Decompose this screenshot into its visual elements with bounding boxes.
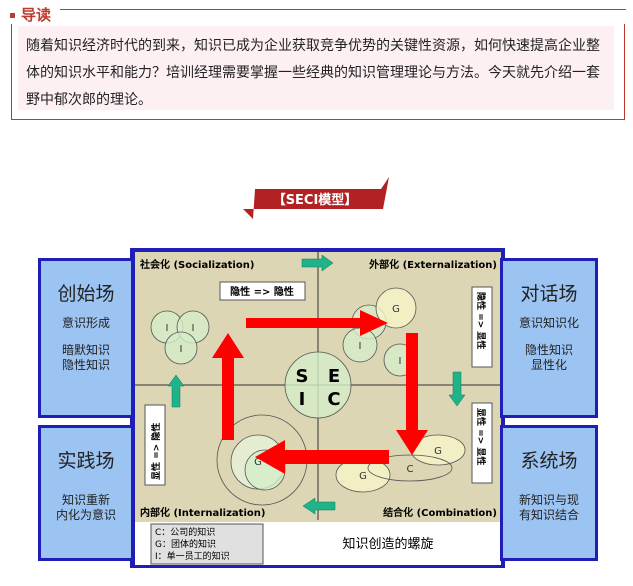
section-title: 导读 bbox=[21, 6, 52, 24]
conversion-explicit-explicit: 显性 => 显性 bbox=[475, 408, 487, 465]
center-letter-e: E bbox=[328, 366, 340, 387]
field-originating: 创始场 意识形成 暗默知识 隐性知识 bbox=[38, 258, 134, 418]
conversion-explicit-tacit: 显性 => 隐性 bbox=[150, 423, 162, 480]
side-line: 内化为意识 bbox=[55, 508, 116, 522]
side-line: 暗默知识 bbox=[61, 343, 110, 357]
conversion-box bbox=[471, 402, 493, 484]
circle-label: I bbox=[399, 356, 402, 367]
circle-label: I bbox=[192, 323, 195, 334]
side-line: 意识形成 bbox=[61, 316, 110, 330]
legend-item-g: G：团体的知识 bbox=[155, 538, 216, 550]
side-line: 显性化 bbox=[530, 358, 567, 372]
field-exercising: 实践场 知识重新 内化为意识 bbox=[38, 425, 134, 561]
banner-label: 【SECI模型】 bbox=[273, 192, 358, 208]
quadrant-externalization: 外部化 (Externalization) bbox=[368, 258, 497, 271]
side-line: 新知识与现 bbox=[518, 493, 579, 507]
circle-label: I bbox=[166, 323, 169, 334]
conversion-tacit-explicit: 隐性 => 显性 bbox=[475, 292, 487, 349]
intro-box bbox=[11, 24, 625, 120]
quadrant-internalization: 内部化 (Internalization) bbox=[140, 506, 265, 519]
side-line: 隐性知识 bbox=[61, 358, 110, 372]
conversion-box bbox=[219, 281, 306, 301]
circle-label: G bbox=[359, 471, 367, 482]
circle-label: I bbox=[359, 341, 362, 352]
section-header: 导读 bbox=[10, 4, 51, 25]
center-letter-c: C bbox=[327, 389, 340, 410]
circle-label: I bbox=[180, 344, 183, 355]
seci-banner: 【SECI模型】 bbox=[243, 177, 389, 219]
field-systemizing: 系统场 新知识与现 有知识结合 bbox=[500, 425, 598, 561]
field-dialoguing: 对话场 意识知识化 隐性知识 显性化 bbox=[500, 258, 598, 418]
circle-label: G bbox=[392, 304, 400, 315]
banner-shape bbox=[243, 177, 389, 219]
intro-text: 随着知识经济时代的到来，知识已成为企业获取竞争优势的关键性资源，如何快速提高企业… bbox=[26, 38, 600, 108]
legend-item-i: I：单一员工的知识 bbox=[155, 550, 230, 562]
side-line: 隐性知识 bbox=[524, 343, 573, 357]
circle-label: G bbox=[434, 446, 442, 457]
side-title: 系统场 bbox=[520, 450, 578, 472]
center-letter-i: I bbox=[299, 389, 306, 410]
side-line: 知识重新 bbox=[61, 493, 110, 507]
legend-item-c: C：公司的知识 bbox=[155, 526, 215, 538]
circle-label: G bbox=[254, 457, 262, 468]
conversion-tacit-tacit: 隐性 => 隐性 bbox=[230, 285, 294, 298]
circle-label: C bbox=[407, 464, 414, 475]
spiral-arrows bbox=[212, 310, 428, 474]
knowledge-circles bbox=[150, 287, 466, 506]
side-line: 意识知识化 bbox=[518, 316, 579, 330]
divider bbox=[60, 9, 626, 10]
quadrant-socialization: 社会化 (Socialization) bbox=[139, 258, 254, 271]
side-title: 创始场 bbox=[57, 283, 115, 305]
legend-box bbox=[150, 523, 264, 565]
diagram-caption: 知识创造的螺旋 bbox=[342, 536, 433, 552]
intro-background bbox=[18, 26, 614, 110]
center-letter-s: S bbox=[296, 366, 309, 387]
cycle-arrows bbox=[167, 254, 466, 515]
conversion-box bbox=[144, 404, 166, 486]
side-title: 对话场 bbox=[520, 283, 578, 305]
square-bullet-icon bbox=[10, 13, 15, 18]
conversion-box bbox=[471, 286, 493, 368]
quadrant-combination: 结合化 (Combination) bbox=[383, 506, 497, 519]
side-title: 实践场 bbox=[57, 450, 115, 472]
side-line: 有知识结合 bbox=[518, 508, 579, 522]
